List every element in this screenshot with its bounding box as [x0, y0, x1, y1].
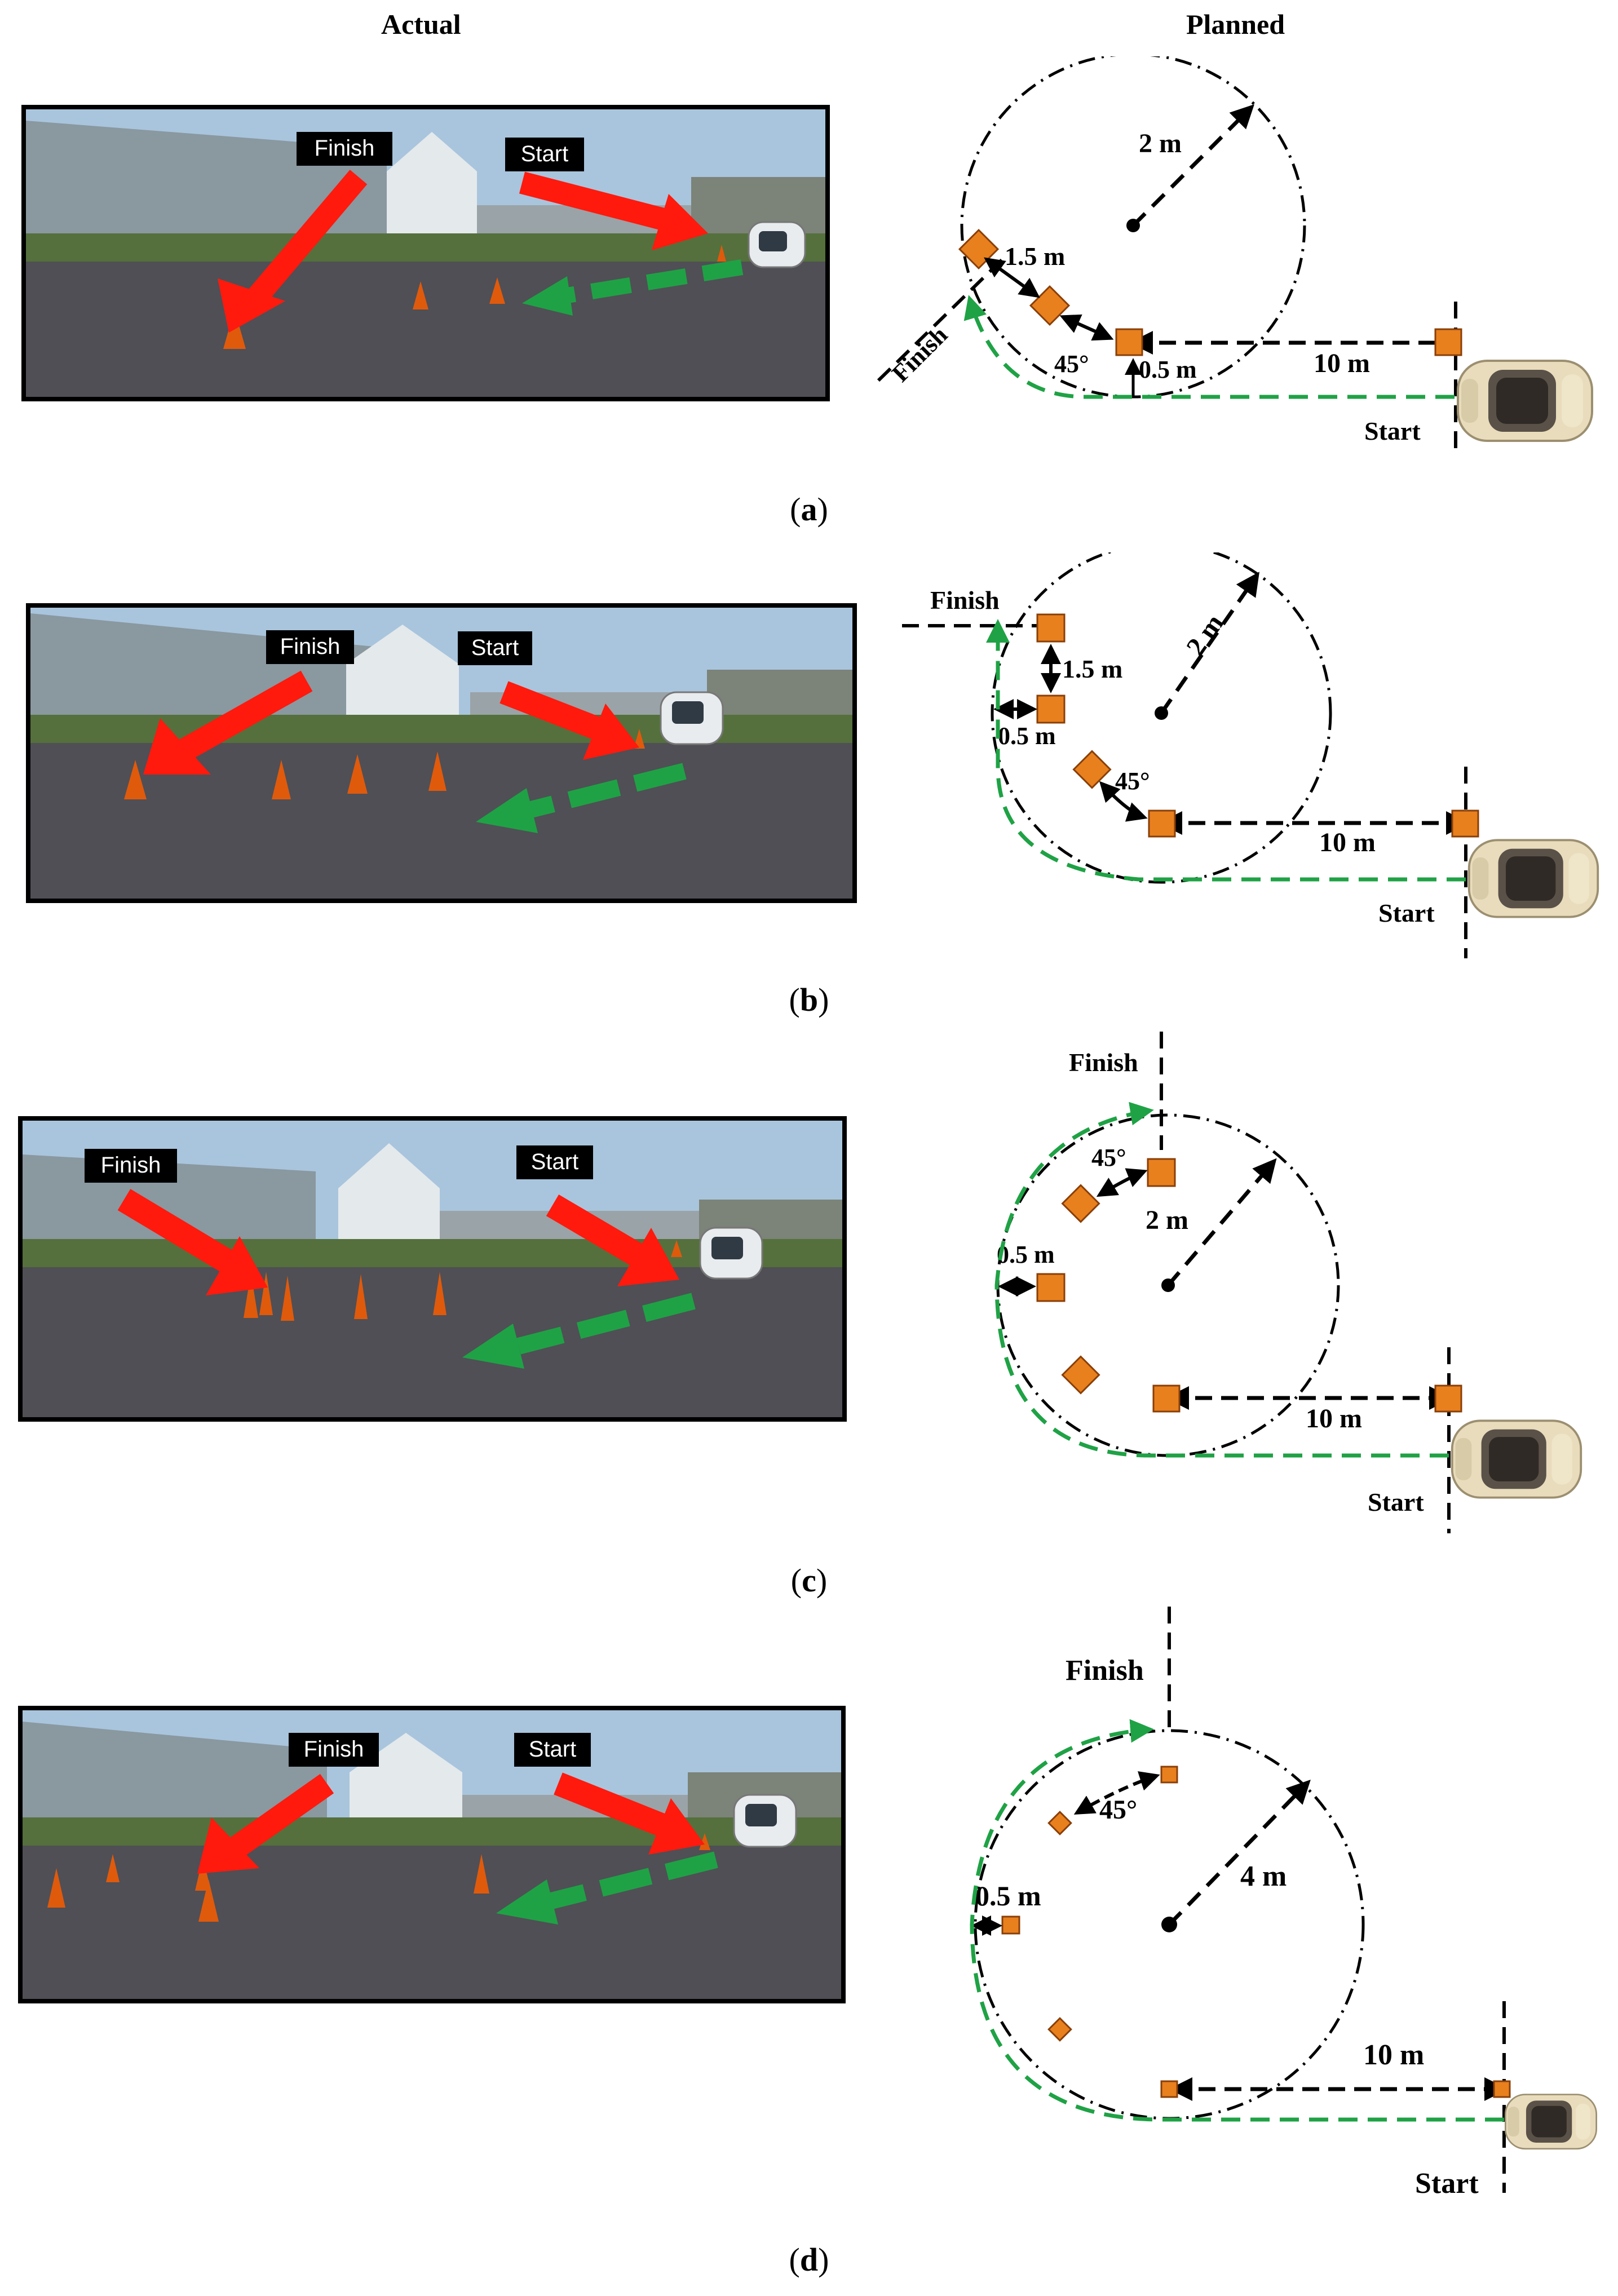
car-icon: [1504, 2094, 1598, 2150]
column-header-planned: Planned: [1186, 8, 1285, 40]
spacing-arrow: [984, 257, 1040, 298]
finish-red-arrow: [117, 1189, 244, 1278]
planned-path: [970, 1719, 1504, 2122]
panel-label-c: (c): [790, 1562, 828, 1599]
turn-circle: [991, 552, 1332, 884]
car-icon: [1457, 360, 1593, 442]
start-red-arrow: [546, 1195, 655, 1272]
plan-diagram-b: 2 m Finish 10 m 1.5 m 0.5 m 45° Start: [902, 552, 1618, 981]
finish-red-arrow: [224, 1773, 334, 1861]
photo-start-tag: Start: [529, 1737, 576, 1762]
asphalt: [26, 262, 825, 397]
distance-label: 10 m: [1306, 1404, 1362, 1434]
photo-finish-tag: Finish: [315, 136, 375, 161]
photo-panel-c: Finish Start: [18, 1116, 847, 1422]
car-photo: [748, 221, 806, 268]
radius-arrow: [1160, 572, 1259, 714]
photo-start-tag: Start: [531, 1149, 578, 1174]
angle-label: 45°: [1091, 1144, 1126, 1171]
cone-markers: [1036, 1158, 1462, 1413]
column-header-actual: Actual: [381, 8, 461, 40]
cones: [244, 1240, 682, 1321]
cones: [124, 729, 645, 799]
finish-label: Finish: [930, 586, 1000, 614]
photo-panel-a: Finish Start: [21, 105, 830, 401]
finish-red-arrow: [240, 170, 368, 314]
angle-arrow: [1073, 1771, 1160, 1815]
photo-finish-tag: Finish: [304, 1737, 364, 1762]
angle-arrow: [1096, 1168, 1148, 1197]
photo-panel-b: Finish Start: [26, 603, 857, 903]
start-label: Start: [1378, 899, 1435, 927]
offset-label: 0.5 m: [997, 1241, 1055, 1268]
radius-label: 2 m: [1139, 129, 1182, 158]
angle-label: 45°: [1054, 350, 1089, 378]
photo-start-tag: Start: [521, 141, 568, 166]
distance-label: 10 m: [1363, 2039, 1424, 2071]
start-red-arrow: [499, 681, 610, 743]
finish-label: Finish: [1069, 1048, 1138, 1077]
path-green-arrow: [565, 259, 744, 303]
planned-path: [963, 295, 1455, 399]
path-green-arrow: [545, 1851, 718, 1910]
distance-label: 10 m: [1319, 828, 1376, 857]
radius-arrow: [1131, 104, 1254, 227]
offset-label: 0.5 m: [1139, 356, 1197, 383]
distance-label: 10 m: [1314, 348, 1370, 378]
radius-label: 2 m: [1146, 1205, 1188, 1235]
plan-diagram-a: 2 m 10 m 1.5 m 45° 0.5 m Start Finish: [868, 56, 1618, 462]
panel-label-a: (a): [790, 491, 828, 528]
radius-label: 4 m: [1240, 1860, 1287, 1892]
offset-label: 0.5 m: [998, 722, 1056, 750]
path-green-arrow: [516, 1293, 696, 1355]
photo-finish-tag: Finish: [101, 1153, 161, 1178]
cone-markers: [1001, 1766, 1511, 2098]
cones: [47, 1833, 710, 1922]
angle-label: 45°: [1115, 767, 1150, 795]
planned-path: [994, 1101, 1449, 1458]
angle-arrow: [1059, 314, 1114, 341]
radius-arrow: [1166, 1158, 1277, 1287]
finish-label: Finish: [1066, 1654, 1144, 1687]
plan-diagram-d: 4 m Finish 10 m 45° 0.5 m Start: [936, 1601, 1618, 2198]
car-icon: [1451, 1419, 1582, 1499]
cone-markers: [1036, 613, 1479, 838]
radius-arrow: [1168, 1779, 1311, 1926]
path-green-arrow: [524, 763, 687, 819]
turn-circle: [960, 56, 1306, 399]
start-label: Start: [1415, 2167, 1479, 2198]
offset-label: 0.5 m: [975, 1880, 1041, 1912]
radius-label: 2 m: [1181, 609, 1230, 661]
plan-diagram-c: 2 m Finish 10 m 45° 0.5 m Start: [925, 1026, 1618, 1545]
finish-label: Finish: [886, 321, 953, 387]
angle-arrow: [1099, 781, 1148, 822]
planned-path: [986, 619, 1466, 882]
shed: [387, 132, 477, 233]
start-red-arrow: [554, 1772, 675, 1840]
finish-red-arrow: [171, 670, 313, 765]
photo-panel-d: Finish Start: [18, 1706, 846, 2003]
panel-label-d: (d): [789, 2241, 829, 2278]
photo-start-tag: Start: [471, 635, 519, 660]
start-red-arrow: [519, 171, 678, 233]
spacing-label: 1.5 m: [1062, 654, 1122, 683]
car-icon: [1467, 839, 1599, 918]
finish-line: [877, 258, 1004, 382]
angle-label: 45°: [1099, 1795, 1137, 1825]
panel-label-b: (b): [789, 981, 829, 1018]
photo-finish-tag: Finish: [280, 634, 341, 659]
start-label: Start: [1364, 417, 1421, 445]
start-label: Start: [1368, 1488, 1424, 1516]
spacing-label: 1.5 m: [1005, 242, 1065, 271]
